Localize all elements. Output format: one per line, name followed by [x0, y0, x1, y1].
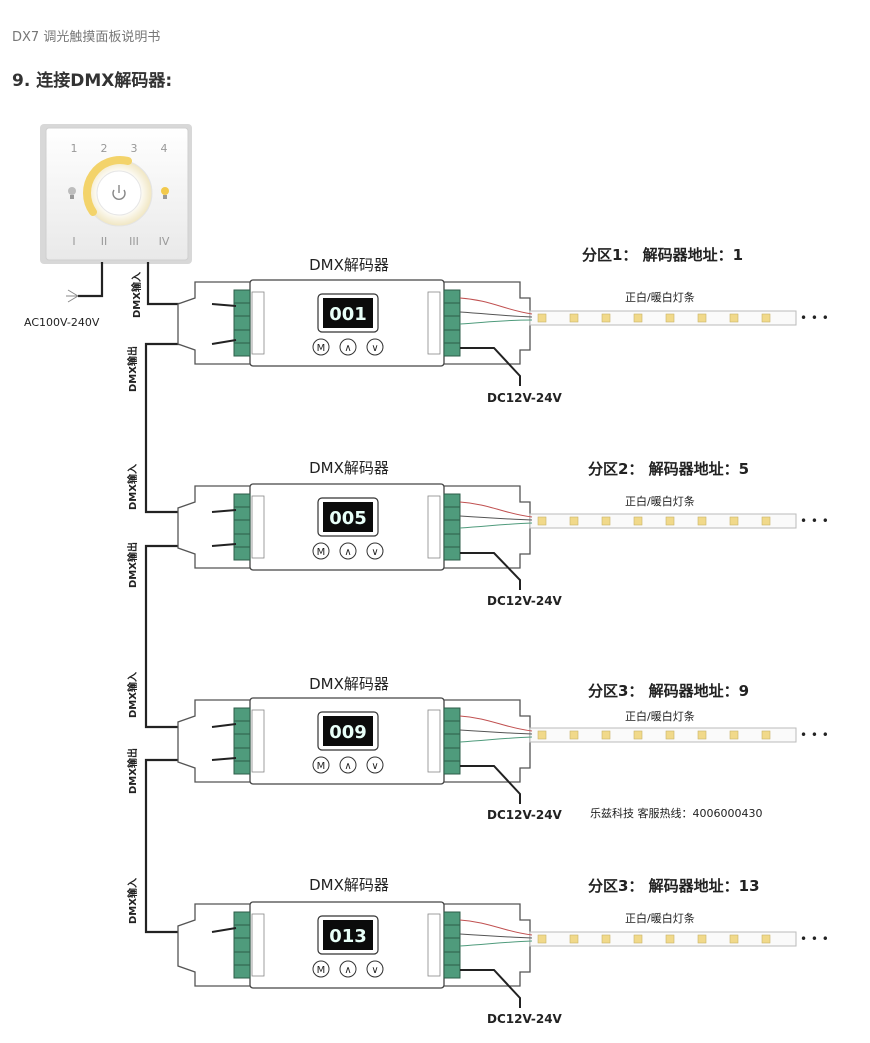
strip-label: 正白/暖白灯条: [625, 290, 695, 304]
svg-text:∨: ∨: [371, 547, 378, 558]
svg-text:∧: ∧: [344, 547, 351, 558]
svg-text:• • •: • • •: [800, 311, 829, 325]
channel-label: II: [101, 235, 108, 248]
channel-label: III: [129, 235, 139, 248]
strip-label: 正白/暖白灯条: [625, 911, 695, 925]
svg-text:M: M: [317, 761, 326, 772]
svg-text:∨: ∨: [371, 761, 378, 772]
channel-label: 2: [101, 142, 108, 155]
m-button[interactable]: M: [312, 338, 330, 356]
decoder-title: DMX解码器: [309, 256, 389, 274]
terminal-block: [443, 289, 461, 357]
address-value: 013: [329, 926, 367, 947]
channel-label: 4: [161, 142, 168, 155]
dmx-in-label: DMX输入: [130, 272, 143, 318]
ac-label: AC100V-240V: [24, 316, 100, 329]
dmx-out-label: DMX输出: [126, 748, 139, 794]
up-button[interactable]: ∧: [339, 338, 357, 356]
strip-wires: [459, 297, 533, 947]
up-button[interactable]: ∧: [339, 960, 357, 978]
address-value: 009: [329, 722, 367, 743]
svg-text:• • •: • • •: [800, 932, 829, 946]
decoder-title: DMX解码器: [309, 675, 389, 693]
power-icon: [112, 185, 126, 200]
section-title: 9. 连接DMX解码器:: [12, 71, 173, 91]
decoder-unit: 009 M ∧ ∨: [177, 697, 531, 785]
svg-text:∧: ∧: [344, 761, 351, 772]
decoder-title: DMX解码器: [309, 459, 389, 477]
down-button[interactable]: ∨: [366, 542, 384, 560]
channel-label: 1: [71, 142, 78, 155]
svg-text:∨: ∨: [371, 343, 378, 354]
zone-label: 分区3： 解码器地址：9: [588, 682, 749, 700]
address-display: [323, 298, 373, 328]
dmx-out-label: DMX输出: [126, 346, 139, 392]
ac-wire: [78, 262, 104, 298]
decoder-unit: 013 M ∧ ∨: [177, 901, 531, 989]
led-strip: • • •: [529, 310, 829, 326]
power-label: DC12V-24V: [487, 808, 563, 822]
dimmer-ring-icon: [83, 156, 132, 216]
dmx-in-label: DMX输入: [126, 878, 139, 924]
m-button[interactable]: M: [312, 960, 330, 978]
strip-label: 正白/暖白灯条: [625, 494, 695, 508]
m-button[interactable]: M: [312, 542, 330, 560]
svg-text:• • •: • • •: [800, 728, 829, 742]
down-button[interactable]: ∨: [366, 338, 384, 356]
terminal-block: [233, 289, 251, 357]
svg-text:M: M: [317, 965, 326, 976]
led-strip: • • •: [529, 727, 829, 743]
power-label: DC12V-24V: [487, 594, 563, 608]
power-label: DC12V-24V: [487, 1012, 563, 1026]
down-button[interactable]: ∨: [366, 960, 384, 978]
doc-title: DX7 调光触摸面板说明书: [12, 30, 161, 45]
up-button[interactable]: ∧: [339, 756, 357, 774]
down-button[interactable]: ∨: [366, 756, 384, 774]
address-value: 005: [329, 508, 367, 529]
m-button[interactable]: M: [312, 756, 330, 774]
decoder-title: DMX解码器: [309, 876, 389, 894]
svg-text:∨: ∨: [371, 965, 378, 976]
ac-wire-ends: [66, 289, 79, 303]
power-wires: [460, 347, 521, 1008]
decoder-unit: 005 M ∧ ∨: [177, 483, 531, 571]
channel-label: IV: [159, 235, 170, 248]
zone-label: 分区2： 解码器地址：5: [588, 460, 749, 478]
decoder-unit: DMX解码器 001 M ∧ ∨: [177, 256, 531, 367]
dmx-in-label: DMX输入: [126, 672, 139, 718]
bulb-cool-icon: [68, 187, 76, 199]
svg-text:M: M: [317, 547, 326, 558]
led-strip: • • •: [529, 931, 829, 947]
power-label: DC12V-24V: [487, 391, 563, 405]
led-strip: • • •: [529, 513, 829, 529]
zone-label: 分区3： 解码器地址：13: [588, 877, 760, 895]
svg-text:∧: ∧: [344, 343, 351, 354]
hotline-text: 乐兹科技 客服热线：4006000430: [590, 806, 762, 820]
channel-label: 3: [131, 142, 138, 155]
terminal-wires: [211, 303, 237, 933]
svg-text:M: M: [317, 343, 326, 354]
zone-label: 分区1： 解码器地址：1: [582, 246, 743, 264]
strip-label: 正白/暖白灯条: [625, 709, 695, 723]
dmx-in-label: DMX输入: [126, 464, 139, 510]
bulb-warm-icon: [161, 187, 169, 199]
up-button[interactable]: ∧: [339, 542, 357, 560]
address-value: 001: [329, 304, 367, 325]
channel-label: I: [72, 235, 75, 248]
dmx-out-label: DMX输出: [126, 542, 139, 588]
touch-panel: 1 2 3 4 I II III IV: [40, 124, 192, 264]
svg-text:• • •: • • •: [800, 514, 829, 528]
svg-text:∧: ∧: [344, 965, 351, 976]
